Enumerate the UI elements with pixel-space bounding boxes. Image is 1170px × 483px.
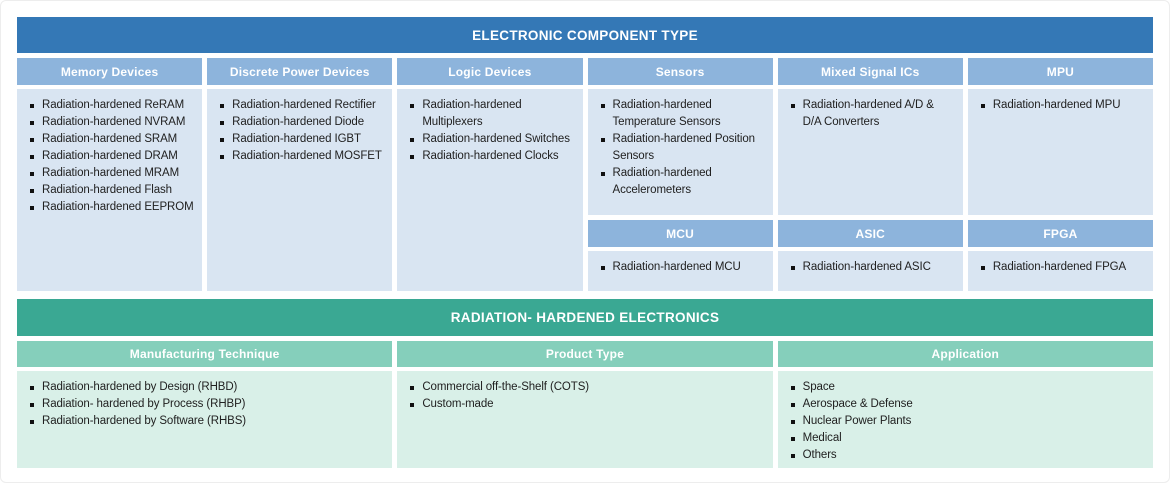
list-item: Radiation-hardened FPGA xyxy=(980,259,1145,276)
column-header-memory-devices: Memory Devices xyxy=(17,58,203,85)
mcu-list: Radiation-hardened MCU xyxy=(600,259,765,276)
list-item: Radiation-hardened ReRAM xyxy=(29,97,194,114)
list-item: Radiation-hardened MCU xyxy=(600,259,765,276)
list-item: Radiation-hardened MPU xyxy=(980,97,1145,114)
column-body-fpga: Radiation-hardened FPGA xyxy=(967,251,1153,291)
section-title-text: ELECTRONIC COMPONENT TYPE xyxy=(472,27,698,43)
list-item: Radiation-hardened MRAM xyxy=(29,165,194,182)
column-header-fpga: FPGA xyxy=(967,220,1153,247)
manufacturing-technique-list: Radiation-hardened by Design (RHBD)Radia… xyxy=(29,379,384,430)
column-body-product-type: Commercial off-the-Shelf (COTS)Custom-ma… xyxy=(397,371,773,468)
column-header-asic: ASIC xyxy=(777,220,963,247)
list-item: Radiation-hardened SRAM xyxy=(29,131,194,148)
list-item: Radiation-hardened Multiplexers xyxy=(409,97,574,131)
list-item: Radiation-hardened Flash xyxy=(29,182,194,199)
list-item: Radiation-hardened Clocks xyxy=(409,148,574,165)
list-item: Medical xyxy=(790,430,1145,447)
list-item: Commercial off-the-Shelf (COTS) xyxy=(409,379,764,396)
rad-hardened-grid: Manufacturing Technique Radiation-harden… xyxy=(17,341,1153,468)
fpga-list: Radiation-hardened FPGA xyxy=(980,259,1145,276)
list-item: Radiation-hardened Position Sensors xyxy=(600,131,765,165)
list-item: Radiation-hardened IGBT xyxy=(219,131,384,148)
column-header-mcu: MCU xyxy=(587,220,773,247)
list-item: Radiation-hardened Accelerometers xyxy=(600,165,765,199)
section-title-electronic-component-type: ELECTRONIC COMPONENT TYPE xyxy=(17,17,1153,53)
column-sensors: Sensors Radiation-hardened Temperature S… xyxy=(587,58,773,291)
column-mixed-signal-ics: Mixed Signal ICs Radiation-hardened A/D … xyxy=(777,58,963,291)
column-header-mpu: MPU xyxy=(967,58,1153,85)
list-item: Aerospace & Defense xyxy=(790,396,1145,413)
list-item: Radiation-hardened EEPROM xyxy=(29,199,194,216)
list-item: Radiation-hardened A/D & D/A Converters xyxy=(790,97,955,131)
list-item: Others xyxy=(790,447,1145,464)
column-header-application: Application xyxy=(777,341,1153,367)
column-header-manufacturing-technique: Manufacturing Technique xyxy=(17,341,393,367)
section-title-text: RADIATION- HARDENED ELECTRONICS xyxy=(450,310,720,325)
list-item: Radiation- hardened by Process (RHBP) xyxy=(29,396,384,413)
column-body-mcu: Radiation-hardened MCU xyxy=(587,251,773,291)
list-item: Custom-made xyxy=(409,396,764,413)
column-manufacturing-technique: Manufacturing Technique Radiation-harden… xyxy=(17,341,393,468)
column-header-product-type: Product Type xyxy=(397,341,773,367)
column-body-mixed-signal-ics: Radiation-hardened A/D & D/A Converters xyxy=(777,89,963,215)
list-item: Radiation-hardened ASIC xyxy=(790,259,955,276)
column-header-logic-devices: Logic Devices xyxy=(397,58,583,85)
column-mpu: MPU Radiation-hardened MPU FPGA Radiatio… xyxy=(967,58,1153,291)
column-body-mpu: Radiation-hardened MPU xyxy=(967,89,1153,215)
column-header-discrete-power-devices: Discrete Power Devices xyxy=(207,58,393,85)
list-item: Radiation-hardened Temperature Sensors xyxy=(600,97,765,131)
asic-list: Radiation-hardened ASIC xyxy=(790,259,955,276)
column-body-manufacturing-technique: Radiation-hardened by Design (RHBD)Radia… xyxy=(17,371,393,468)
column-logic-devices: Logic Devices Radiation-hardened Multipl… xyxy=(397,58,583,291)
list-item: Space xyxy=(790,379,1145,396)
column-product-type: Product Type Commercial off-the-Shelf (C… xyxy=(397,341,773,468)
list-item: Radiation-hardened MOSFET xyxy=(219,148,384,165)
column-discrete-power-devices: Discrete Power Devices Radiation-hardene… xyxy=(207,58,393,291)
list-item: Radiation-hardened Diode xyxy=(219,114,384,131)
list-item: Radiation-hardened by Software (RHBS) xyxy=(29,413,384,430)
list-item: Radiation-hardened NVRAM xyxy=(29,114,194,131)
list-item: Radiation-hardened by Design (RHBD) xyxy=(29,379,384,396)
product-type-list: Commercial off-the-Shelf (COTS)Custom-ma… xyxy=(409,379,764,413)
column-header-sensors: Sensors xyxy=(587,58,773,85)
mpu-list: Radiation-hardened MPU xyxy=(980,97,1145,114)
list-item: Radiation-hardened Switches xyxy=(409,131,574,148)
section-title-radiation-hardened-electronics: RADIATION- HARDENED ELECTRONICS xyxy=(17,299,1153,336)
list-item: Nuclear Power Plants xyxy=(790,413,1145,430)
column-header-mixed-signal-ics: Mixed Signal ICs xyxy=(777,58,963,85)
list-item: Radiation-hardened DRAM xyxy=(29,148,194,165)
mixed-signal-ics-list: Radiation-hardened A/D & D/A Converters xyxy=(790,97,955,131)
column-body-asic: Radiation-hardened ASIC xyxy=(777,251,963,291)
list-item: Radiation-hardened Rectifier xyxy=(219,97,384,114)
